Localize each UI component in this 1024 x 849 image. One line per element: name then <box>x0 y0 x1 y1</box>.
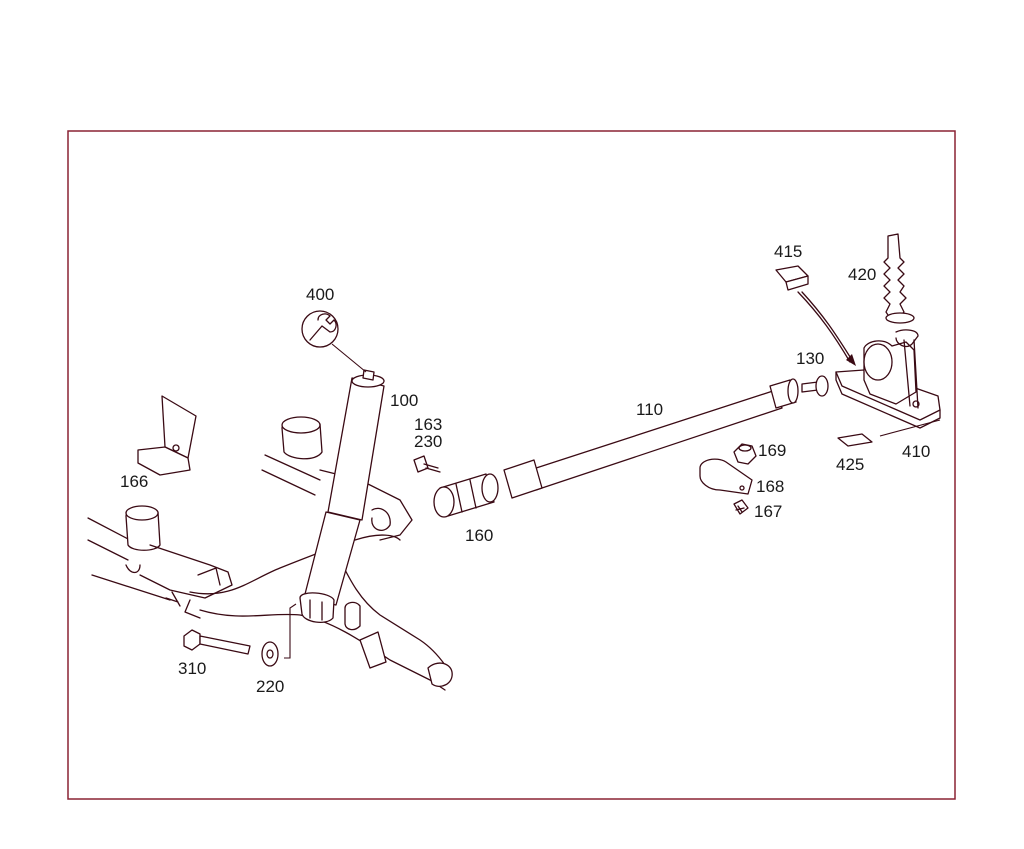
callout-169: 169 <box>758 441 786 460</box>
part-169-nut <box>733 443 757 465</box>
diagram-frame <box>67 130 956 800</box>
callout-425: 425 <box>836 455 864 474</box>
callout-130: 130 <box>796 349 824 368</box>
part-167-screw <box>733 499 749 515</box>
callout-160: 160 <box>465 526 493 545</box>
callout-166: 166 <box>120 472 148 491</box>
part-420-boot <box>883 233 915 324</box>
callout-100: 100 <box>390 391 418 410</box>
part-410-mount <box>835 329 941 437</box>
callout-167: 167 <box>754 502 782 521</box>
callout-310: 310 <box>178 659 206 678</box>
part-110-tube <box>503 378 799 499</box>
callout-400: 400 <box>306 285 334 304</box>
callout-220: 220 <box>256 677 284 696</box>
callout-168: 168 <box>756 477 784 496</box>
part-415-pad <box>775 265 856 366</box>
callout-230: 230 <box>414 432 442 451</box>
wrench-icon <box>301 310 367 373</box>
callout-415: 415 <box>774 242 802 261</box>
part-100-shock-absorber <box>299 369 385 624</box>
part-310-bolt <box>183 629 251 655</box>
part-220-washer <box>261 603 297 667</box>
callout-163: 163 <box>414 415 442 434</box>
part-166-bracket <box>137 395 197 476</box>
callout-410: 410 <box>902 442 930 461</box>
callout-420: 420 <box>848 265 876 284</box>
part-130-bolt <box>801 375 829 397</box>
part-160-bushing <box>433 473 499 518</box>
rear-axle-carrier <box>87 416 453 691</box>
part-425-shim <box>837 433 873 447</box>
part-168-clamp <box>699 458 753 495</box>
part-163-bolt <box>413 455 441 473</box>
callout-110: 110 <box>636 400 663 419</box>
